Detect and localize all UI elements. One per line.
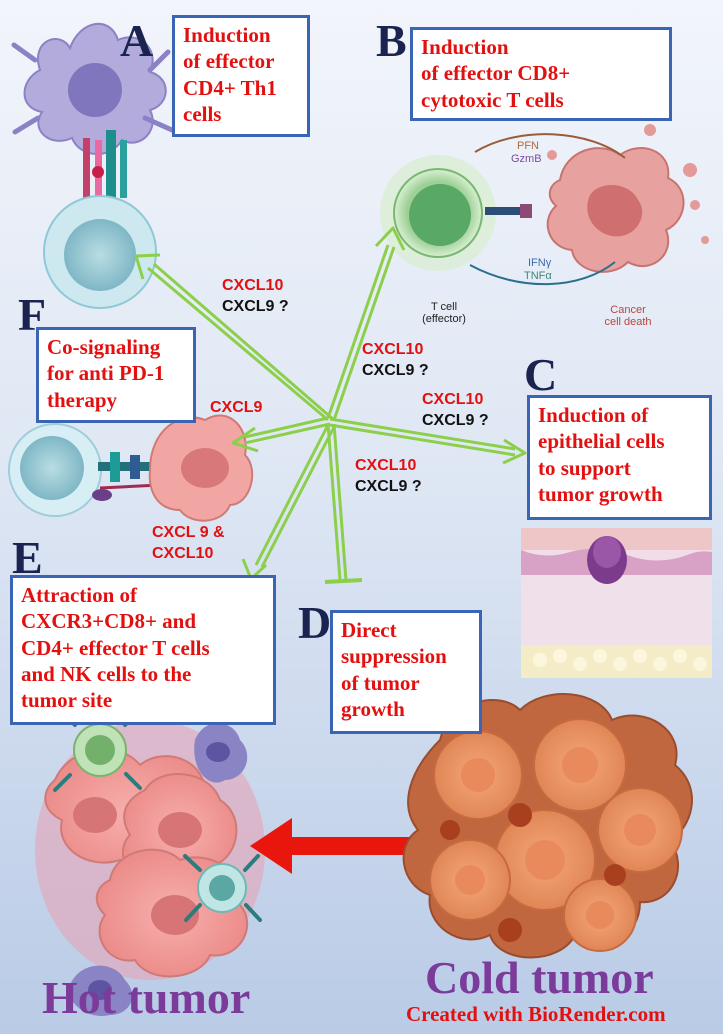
cancer-death-caption: Cancer cell death — [592, 304, 664, 328]
panel-letter-c: C — [524, 349, 558, 400]
panel-f-line: Co-signaling — [47, 335, 161, 359]
cancer-death-caption-line: cell death — [604, 316, 652, 329]
chemokine-label-d: CXCL10 CXCL9 ? — [355, 456, 422, 498]
cytotoxic-t-cell — [380, 155, 532, 271]
cold-tumor-title: Cold tumor — [425, 952, 654, 1003]
secretion-arrow-ifng — [469, 261, 616, 286]
red-arrow — [250, 818, 425, 874]
cxcl10-label: CXCL10 — [355, 457, 417, 474]
panel-c-line: epithelial cells — [538, 429, 665, 454]
panel-d-line: suppression — [341, 644, 447, 669]
panel-letter-e: E — [12, 532, 43, 583]
panel-a-line: cells — [183, 101, 222, 126]
cxcl9-label: CXCL9 ? — [422, 411, 489, 429]
panel-letter-b: B — [376, 15, 407, 66]
panel-e-line: CXCR3+CD8+ and — [21, 609, 197, 634]
panel-f-line: for anti PD-1 — [47, 361, 165, 386]
cxcl9-and-label: CXCL 9 & — [152, 524, 225, 541]
t-cell-caption: T cell (effector) — [414, 301, 474, 325]
secretion-arrow-pfn — [474, 133, 626, 159]
panel-a-line: CD4+ Th1 — [183, 75, 277, 100]
panel-b-line: of effector CD8+ — [421, 61, 571, 86]
hot-tumor-illustration — [35, 710, 265, 1016]
cxcl10-label: CXCL10 — [422, 391, 484, 408]
panel-a-line: of effector — [183, 49, 275, 74]
panel-c-line: tumor growth — [538, 481, 663, 506]
panel-f-box: Co-signaling for anti PD-1 therapy — [36, 327, 196, 423]
panel-f-line: therapy — [47, 387, 117, 412]
panel-b-line: cytotoxic T cells — [421, 87, 564, 112]
panel-c-line: to support — [538, 455, 631, 480]
cancer-death-caption-line: Cancer — [610, 304, 646, 316]
chemokine-label-f: CXCL9 — [210, 399, 263, 416]
cxcl10-label: CXCL10 — [152, 544, 214, 562]
synapse-receptors-a — [83, 130, 127, 210]
cxcl9-label: CXCL9 ? — [362, 361, 429, 379]
panel-a-line: Induction — [183, 23, 271, 47]
panel-letter-d: D — [298, 597, 332, 648]
chemokine-label-b: CXCL10 CXCL9 ? — [362, 340, 429, 382]
gzmb-label: GzmB — [511, 153, 542, 165]
panel-e-box: Attraction of CXCR3+CD8+ and CD4+ effect… — [10, 575, 276, 725]
th1-t-cell — [43, 195, 157, 309]
panel-d-line: Direct — [341, 618, 397, 642]
biorender-credit: Created with BioRender.com — [406, 1002, 666, 1026]
panel-e-line: CD4+ effector T cells — [21, 635, 210, 660]
arrow-hub — [147, 244, 516, 581]
arrow-heads — [134, 226, 527, 584]
panel-d-line: of tumor — [341, 670, 420, 695]
panel-d-line: growth — [341, 696, 405, 721]
cxcl9-label: CXCL9 ? — [222, 297, 289, 315]
panel-e-line: and NK cells to the — [21, 661, 192, 686]
pd-l1-tumor-cell — [148, 414, 254, 522]
dendritic-cell — [11, 22, 175, 155]
ifng-label: IFNγ — [528, 257, 552, 269]
panel-e-line: Attraction of — [21, 583, 138, 607]
cold-tumor-illustration — [402, 693, 693, 959]
t-cell-caption-line: (effector) — [422, 313, 466, 326]
cxcl10-label: CXCL10 — [222, 277, 284, 294]
chemokine-label-c: CXCL10 CXCL9 ? — [422, 390, 489, 432]
panel-c-line: Induction of — [538, 403, 649, 427]
cxcl9-label: CXCL9 ? — [355, 477, 422, 495]
tnfa-label: TNFα — [524, 270, 552, 282]
panel-b-box: Induction of effector CD8+ cytotoxic T c… — [410, 27, 672, 121]
chemokine-label-e: CXCL 9 & CXCL10 — [152, 523, 225, 565]
chemokine-label-a: CXCL10 CXCL9 ? — [222, 276, 289, 318]
panel-a-box: Induction of effector CD4+ Th1 cells — [172, 15, 310, 137]
epithelium-illustration — [521, 528, 712, 678]
panel-d-box: Direct suppression of tumor growth — [330, 610, 482, 734]
panel-c-box: Induction of epithelial cells to support… — [527, 395, 712, 520]
panel-e-line: tumor site — [21, 688, 113, 712]
panel-b-line: Induction — [421, 35, 509, 59]
pfn-label: PFN — [517, 140, 539, 152]
panel-letter-a: A — [120, 15, 154, 66]
t-cell-caption-line: T cell — [430, 301, 458, 313]
hot-tumor-title: Hot tumor — [42, 972, 251, 1023]
cancer-cell-dying — [546, 124, 709, 273]
pd1-t-cell — [8, 423, 102, 517]
cxcl10-label: CXCL10 — [362, 341, 424, 358]
